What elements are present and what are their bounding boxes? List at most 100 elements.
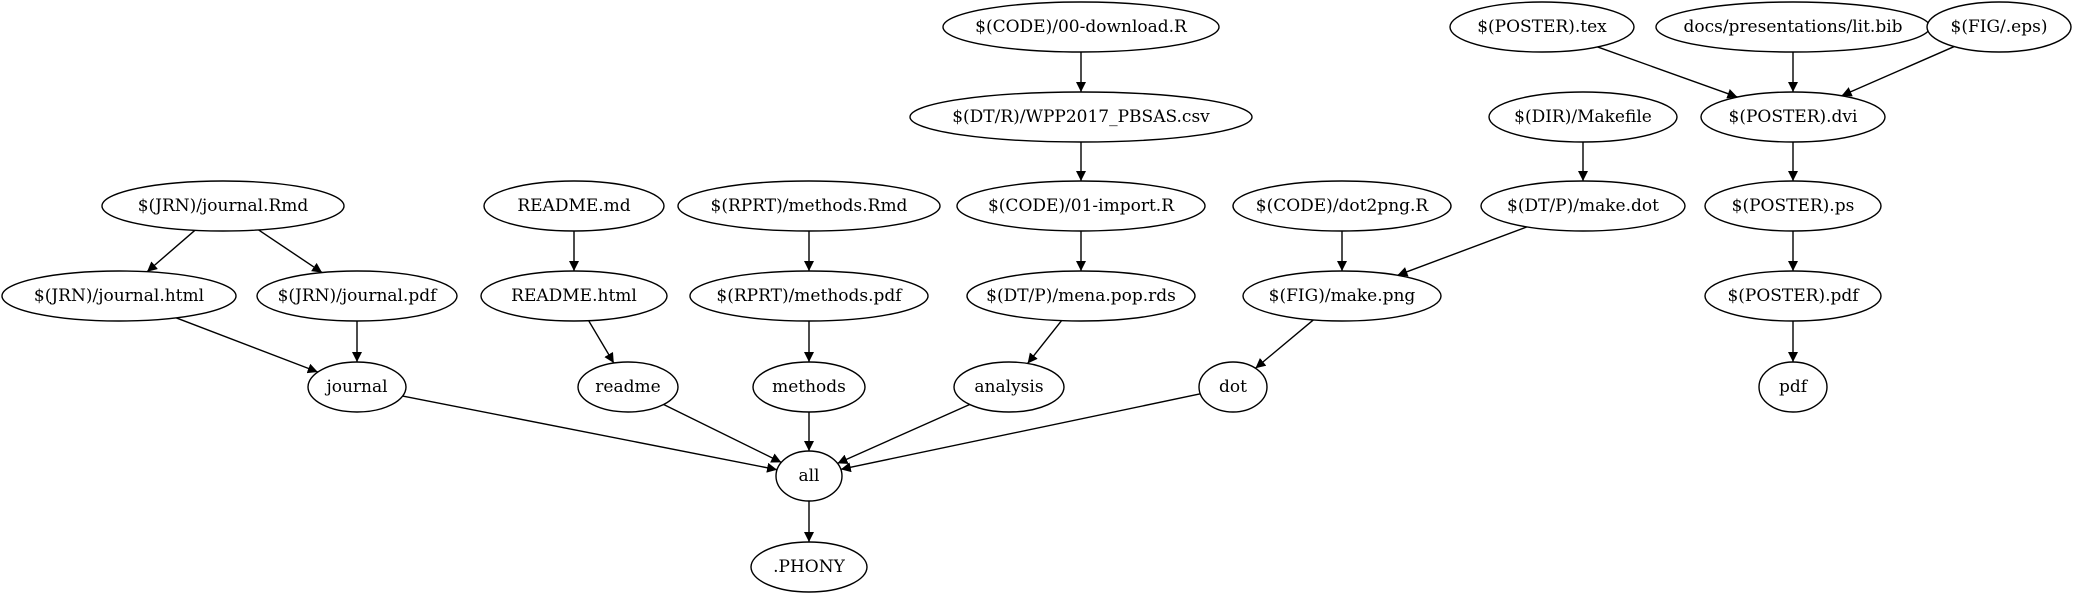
node-ellipse [1704,270,1882,322]
node-ellipse [966,270,1196,322]
node-rprt-methods-rmd: $(RPRT)/methods.Rmd [677,180,941,232]
node-label: all [798,466,819,486]
node-dt-p-make-dot: $(DT/P)/make.dot [1480,180,1686,232]
node-dot: dot [1198,361,1268,413]
node-journal: journal [307,361,407,413]
node-label: $(CODE)/dot2png.R [1256,196,1430,216]
node-jrn-journal-rmd: $(JRN)/journal.Rmd [101,180,345,232]
node-label: dot [1219,377,1247,397]
node-label: $(DT/P)/mena.pop.rds [986,286,1176,306]
edge-n14-to-n21 [175,317,319,374]
edge-n19-to-n25 [1255,319,1314,369]
node-code-01-import-r: $(CODE)/01-import.R [956,180,1206,232]
node-label: journal [324,377,387,397]
node-label: $(FIG)/make.png [1269,286,1416,306]
node-code-00-download-r: $(CODE)/00-download.R [942,1,1220,53]
node-ellipse [1704,180,1882,232]
node-label: $(DT/P)/make.dot [1507,196,1659,216]
node-ellipse [577,361,679,413]
node-ellipse [689,270,929,322]
node-methods: methods [752,361,866,413]
node-label: $(POSTER).ps [1732,196,1855,216]
node-label: README.md [517,196,630,216]
edge-n1-to-n6 [1597,46,1738,99]
node-jrn-journal-html: $(JRN)/journal.html [1,270,237,322]
node-label: $(JRN)/journal.html [34,286,204,306]
node-poster-tex: $(POSTER).tex [1449,1,1635,53]
node-label: $(JRN)/journal.Rmd [138,196,309,216]
node-ellipse [775,450,843,502]
node-label: $(JRN)/journal.pdf [278,286,439,306]
node-ellipse [909,91,1253,143]
node-label: $(FIG/.eps) [1951,17,2048,37]
edge-n16-to-n22 [588,320,615,364]
node-ellipse [483,180,665,232]
node-ellipse [1926,1,2072,53]
node-ellipse [942,1,1220,53]
node-code-dot2png-r: $(CODE)/dot2png.R [1232,180,1452,232]
node-label: analysis [974,377,1043,397]
node-ellipse [750,541,868,593]
node-ellipse [1232,180,1452,232]
node-ellipse [480,270,668,322]
node-dt-p-mena-pop-rds: $(DT/P)/mena.pop.rds [966,270,1196,322]
node-ellipse [1758,361,1828,413]
edge-n24-to-n27 [837,403,970,464]
node-ellipse [1198,361,1268,413]
node-ellipse [1480,180,1686,232]
node-label: pdf [1779,377,1809,397]
node-rprt-methods-pdf: $(RPRT)/methods.pdf [689,270,929,322]
node-label: README.html [511,286,637,306]
node-label: $(POSTER).dvi [1729,107,1859,127]
node-label: docs/presentations/lit.bib [1683,17,1902,37]
node-ellipse [1700,91,1886,143]
node-label: $(RPRT)/methods.Rmd [711,196,908,216]
node-fig-eps: $(FIG/.eps) [1926,1,2072,53]
node-ellipse [1,270,237,322]
node-label: $(DT/R)/WPP2017_PBSAS.csv [952,107,1210,127]
node-poster-dvi: $(POSTER).dvi [1700,91,1886,143]
node-ellipse [307,361,407,413]
node-analysis: analysis [953,361,1065,413]
edge-n21-to-n27 [402,395,778,473]
node-readme-html: README.html [480,270,668,322]
node-ellipse [752,361,866,413]
node-ellipse [101,180,345,232]
node-jrn-journal-pdf: $(JRN)/journal.pdf [256,270,458,322]
node-readme-md: README.md [483,180,665,232]
node-dt-r-wpp2017-pbsas-csv: $(DT/R)/WPP2017_PBSAS.csv [909,91,1253,143]
node-label: $(POSTER).pdf [1727,286,1860,306]
node-readme: readme [577,361,679,413]
node-ellipse [1488,91,1678,143]
edge-n3-to-n6 [1841,45,1955,97]
node-label: $(DIR)/Makefile [1514,107,1652,127]
node-all: all [775,450,843,502]
edge-n7-to-n14 [146,229,196,273]
edge-layer [146,45,1955,542]
edge-n18-to-n24 [1027,320,1063,364]
node-label: methods [772,377,846,397]
node-dir-makefile: $(DIR)/Makefile [1488,91,1678,143]
node-label: $(CODE)/00-download.R [975,17,1188,37]
node-poster-ps: $(POSTER).ps [1704,180,1882,232]
edge-n7-to-n15 [258,229,323,274]
node-ellipse [953,361,1065,413]
node-ellipse [677,180,941,232]
edge-n22-to-n27 [663,403,782,464]
node-label: $(CODE)/01-import.R [988,196,1175,216]
node-label: readme [595,377,660,397]
node-label: $(POSTER).tex [1477,17,1607,37]
edge-n12-to-n19 [1397,226,1528,277]
node-ellipse [1242,270,1442,322]
edge-n25-to-n27 [840,393,1201,473]
node-fig-make-png: $(FIG)/make.png [1242,270,1442,322]
node-ellipse [256,270,458,322]
node-poster-pdf: $(POSTER).pdf [1704,270,1882,322]
node-label: .PHONY [773,557,845,577]
node-ellipse [1449,1,1635,53]
node-pdf: pdf [1758,361,1828,413]
node-ellipse [956,180,1206,232]
node-docs-presentations-lit-bib: docs/presentations/lit.bib [1655,1,1931,53]
